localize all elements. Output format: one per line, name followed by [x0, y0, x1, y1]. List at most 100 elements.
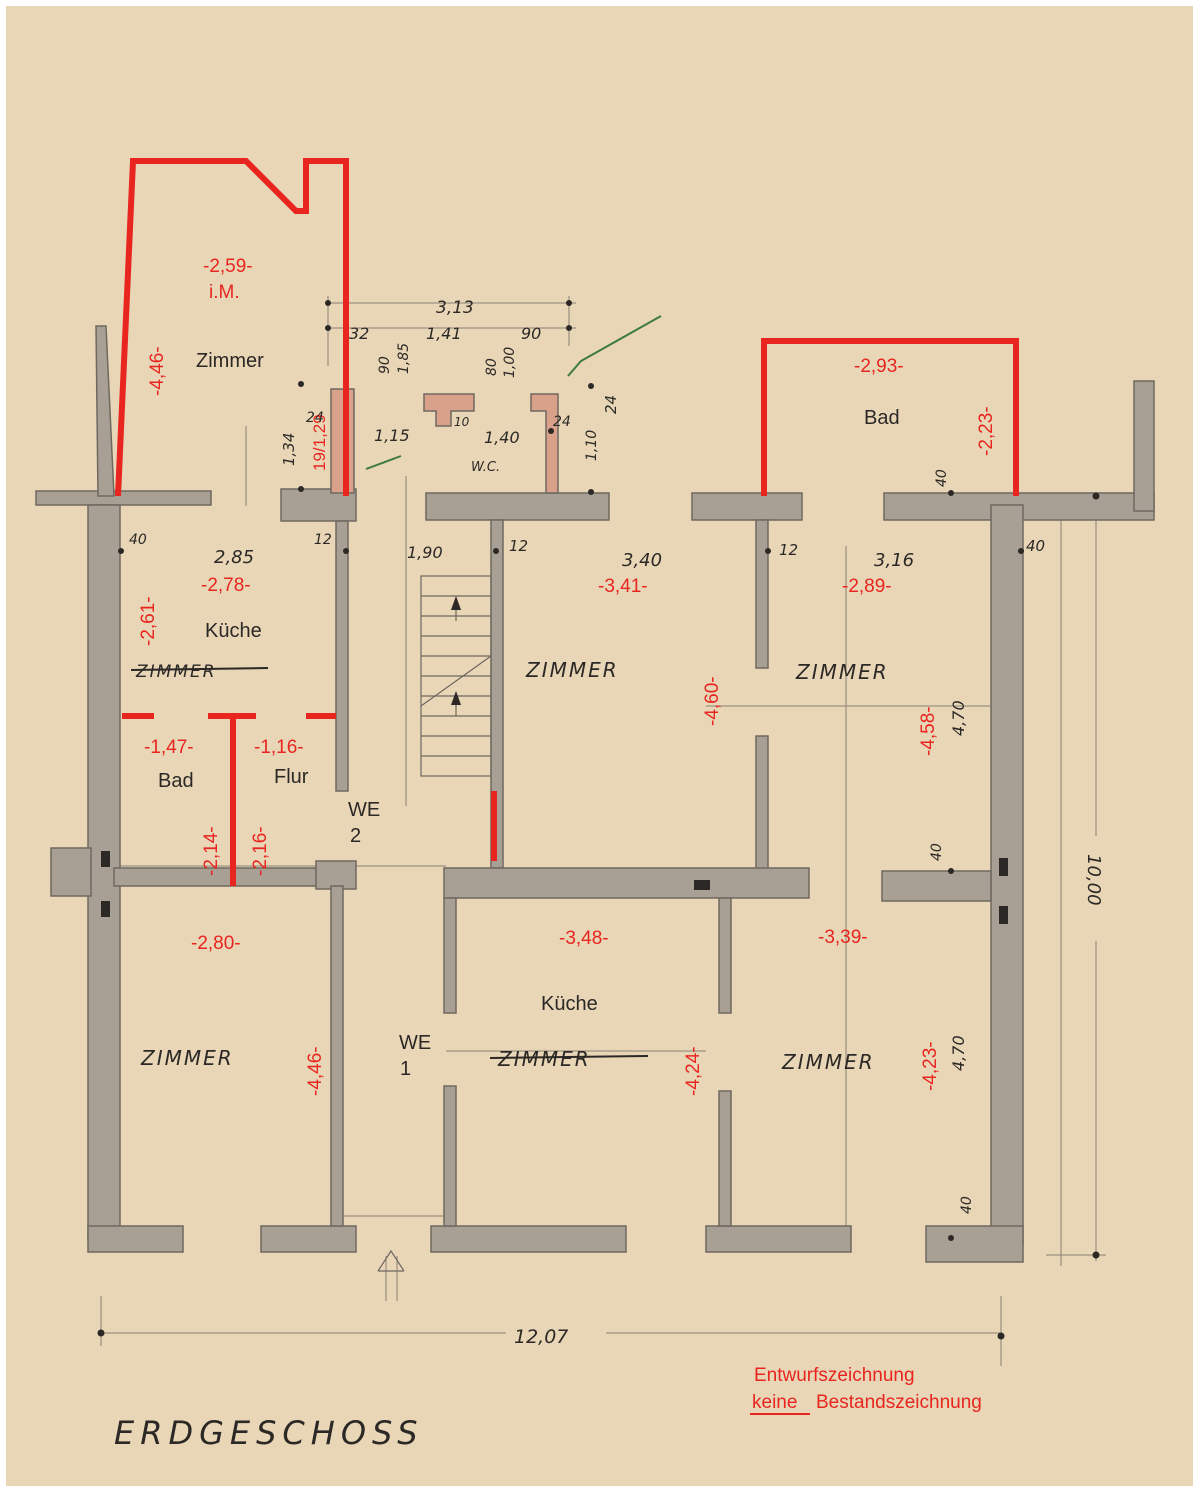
dim-hand-40c: 40 [1026, 537, 1045, 555]
wall-bottom-2 [260, 1225, 357, 1253]
dim-hand-10: 10 [454, 415, 470, 429]
dim-hand-90: 90 [521, 324, 541, 343]
wall-kueche-right [335, 520, 349, 792]
dim-hand-115: 1,15 [374, 426, 410, 445]
wall-top-wc [425, 492, 610, 521]
dim-bad-small-width: -1,47- [144, 737, 194, 758]
dim-hand-313: 3,13 [436, 298, 474, 318]
dim-mid-width: -3,41- [598, 576, 648, 597]
wc-walls [330, 388, 559, 494]
dim-bad-depth: -2,23- [976, 406, 997, 456]
room-label-kueche-bottom: Küche [541, 993, 598, 1015]
dim-kueche-bottom-depth: -4,24- [683, 1046, 704, 1096]
wall-mid-center [443, 867, 810, 899]
check-mark-icon [365, 315, 662, 470]
dim-hand-80: 80 [484, 358, 500, 376]
note-keine: keine [752, 1392, 797, 1413]
dim-hand-110: 1,10 [584, 430, 600, 461]
wc-wall-right [530, 393, 559, 494]
drawing-sheet: Zimmer Bad Küche Bad Flur WE 2 WE 1 Küch… [6, 6, 1193, 1486]
dim-hand-140: 1,40 [484, 428, 520, 447]
room-label-bad-small: Bad [158, 770, 194, 792]
room-label-zimmer-crossed-top: ZIMMER [135, 662, 217, 682]
new-construction-lines [115, 158, 1019, 886]
wall-kueche-right-top [718, 897, 732, 1014]
wall-left-stub [95, 325, 115, 497]
wall-left-pier [50, 847, 92, 897]
dim-ext-depth: -4,46- [147, 346, 168, 396]
dim-hand-1207: 12,07 [514, 1326, 568, 1348]
dim-hand-12a: 12 [314, 532, 332, 548]
walls [35, 325, 1155, 1263]
room-label-we1-number: 1 [400, 1058, 411, 1080]
dim-flur-depth: -2,16- [250, 826, 271, 876]
wall-zimmer-sep-bot [755, 735, 769, 872]
room-label-we1: WE [399, 1032, 431, 1054]
room-label-zimmer-extension: Zimmer [196, 350, 264, 372]
dim-hand-24b: 24 [553, 414, 571, 430]
window-marks [101, 851, 1008, 924]
dim-hand-185: 1,85 [396, 343, 412, 374]
room-label-we2-number: 2 [350, 825, 361, 847]
dim-right-depth: -4,58- [918, 706, 939, 756]
dim-hand-470b: 4,70 [949, 1035, 968, 1071]
dim-hand-470a: 4,70 [949, 700, 968, 736]
wall-garden-right [1133, 380, 1155, 512]
room-label-flur: Flur [274, 766, 309, 788]
dim-hand-24a: 24 [306, 410, 324, 426]
room-label-we2: WE [348, 799, 380, 821]
dim-left-bottom-width: -2,80- [191, 933, 241, 954]
wall-kueche-right-bot [718, 1090, 732, 1227]
wall-top-left [35, 490, 212, 506]
room-label-zimmer-left-bottom: ZIMMER [140, 1046, 234, 1070]
room-label-bad-right: Bad [864, 407, 900, 429]
dim-flur-width: -1,16- [254, 737, 304, 758]
dim-kueche-depth: -2,61- [138, 596, 159, 646]
dim-hand-40d: 40 [929, 843, 945, 861]
dim-hand-12c: 12 [779, 541, 798, 559]
wall-top-mid [691, 492, 803, 521]
dim-hand-285: 2,85 [214, 547, 254, 568]
wall-mid-right [881, 870, 992, 902]
room-label-kueche-top: Küche [205, 620, 262, 642]
dim-kueche-width: -2,78- [201, 575, 251, 596]
room-label-wc: W.C. [471, 460, 500, 475]
wall-bottom-5 [925, 1225, 1024, 1263]
room-label-zimmer-crossed-bottom: ZIMMER [497, 1047, 591, 1071]
wall-kueche-left-bot [443, 1085, 457, 1227]
dim-hand-134: 1,34 [280, 433, 298, 466]
dim-hand-141: 1,41 [426, 324, 462, 343]
dim-hand-40a: 40 [129, 532, 147, 548]
room-label-zimmer-mid: ZIMMER [525, 658, 619, 682]
dim-hand-340: 3,40 [622, 550, 662, 571]
dim-mid-depth: -4,60- [702, 676, 723, 726]
wall-bottom-1 [87, 1225, 184, 1253]
wall-zimmer-sep-top [755, 519, 769, 669]
dim-hand-32: 32 [349, 324, 369, 343]
wall-mid-pier [315, 860, 357, 890]
wc-wall-left [330, 388, 355, 494]
dim-hand-12b: 12 [509, 537, 528, 555]
dim-hand-40e: 40 [959, 1196, 975, 1214]
wall-bottom-4 [705, 1225, 852, 1253]
wall-lower-left [330, 885, 344, 1227]
note-rest: Bestandszeichnung [816, 1392, 982, 1413]
dim-hand-316: 3,16 [874, 550, 914, 571]
dim-hand-1000: 10,00 [1083, 854, 1104, 906]
dim-right-bottom-width: -3,39- [818, 927, 868, 948]
dim-hand-40b: 40 [934, 469, 950, 487]
wall-bottom-3 [430, 1225, 627, 1253]
dim-ext-area: -2,59- [203, 256, 253, 277]
dim-bad-small-depth: -2,14- [201, 826, 222, 876]
wc-fixture [423, 393, 475, 427]
dim-ext-area-note: i.M. [209, 282, 240, 303]
dim-right-width: -2,89- [842, 576, 892, 597]
stair-arrow-up-icon [451, 596, 461, 610]
dim-hand-100: 1,00 [502, 347, 518, 378]
dim-stair-19: 19/1,29 [310, 414, 329, 471]
dim-bad-width: -2,93- [854, 356, 904, 377]
entrance-arrow-icon [377, 1249, 405, 1272]
room-label-zimmer-right-top: ZIMMER [795, 660, 889, 684]
wall-kueche-left-top [443, 897, 457, 1014]
wall-mid-left [113, 867, 337, 887]
